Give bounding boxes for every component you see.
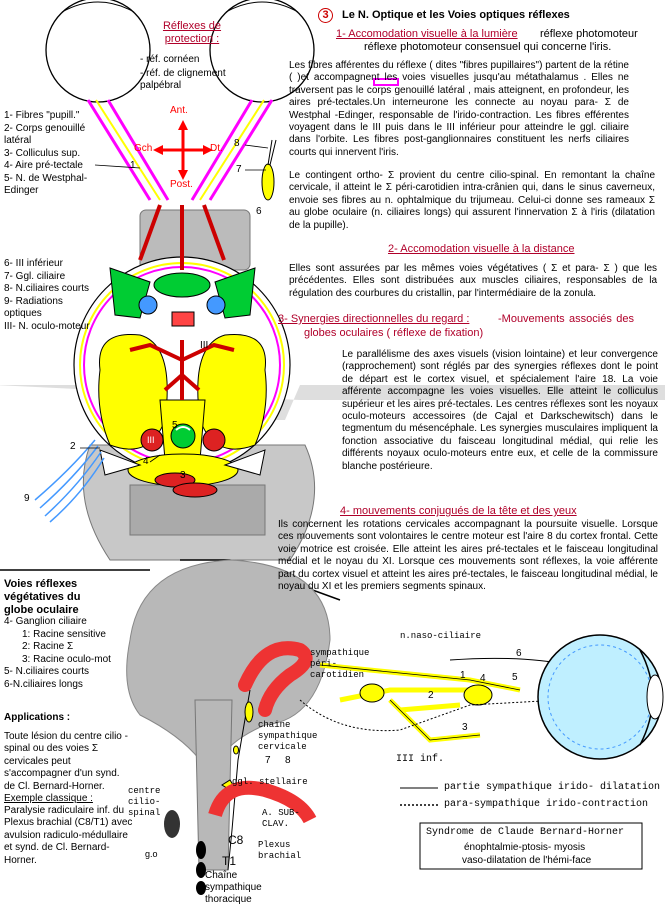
label-7-lower: 7 <box>265 755 271 766</box>
label-chaine-cervicale: chaîne sympathique cervicale <box>258 720 318 752</box>
label-3: 3 <box>180 470 186 481</box>
label-1: 1 <box>130 160 136 171</box>
right-optic-nerve <box>190 99 274 201</box>
protection-item-2: - réf. de clignement palpébral <box>140 68 226 91</box>
orientation-post: Post. <box>170 179 193 190</box>
label-l5: 5 <box>512 672 518 683</box>
label-t1: T1 <box>222 854 237 868</box>
protection-heading: Réflexes de protection : <box>162 20 222 45</box>
label-c8: C8 <box>228 833 244 847</box>
label-l2: 2 <box>428 690 434 701</box>
s1-heading-tail-a: réflexe photomoteur <box>540 28 638 40</box>
title-number: 3 <box>318 8 333 23</box>
subclavian-artery <box>208 780 317 824</box>
label-III-b: III <box>147 435 155 445</box>
label-III: III <box>200 340 209 351</box>
label-4: 4 <box>143 456 149 467</box>
ciliary-ganglion <box>261 163 275 201</box>
label-asub: A. SUB- CLAV. <box>262 808 300 829</box>
eyeball-lower <box>537 634 664 760</box>
applications-text: Toute lésion du centre cilio -spinal ou … <box>4 731 128 792</box>
label-iii-inf: III inf. <box>396 754 445 765</box>
label-2: 2 <box>70 441 76 452</box>
syndrome-box <box>419 822 643 870</box>
s2-heading: 2- Accomodation visuelle à la distance <box>388 243 575 255</box>
left-legend-mid: 6- III inférieur 7- Ggl. ciliaire 8- N.c… <box>4 258 90 332</box>
syndrome-line-2: vaso-dilatation de l'hémi-face <box>462 855 592 866</box>
s4-paragraph: Ils concernent les rotations cervicales … <box>278 519 658 593</box>
red-vessels <box>129 204 235 400</box>
label-8-lower: 8 <box>285 755 291 766</box>
ciliary-ganglion-lower <box>463 684 493 706</box>
label-l3: 3 <box>462 722 468 733</box>
left-eyeball <box>45 0 151 103</box>
label-6: 6 <box>256 206 262 217</box>
optic-radiations <box>34 439 105 523</box>
orientation-ant: Ant. <box>170 105 188 116</box>
green-nuclei <box>109 267 256 327</box>
syndrome-line-1: énophtalmie-ptosis- myosis <box>464 842 586 853</box>
label-chaine-thoracique: Chaîne sympathique thoracique <box>205 870 262 905</box>
label-l1: 1 <box>460 670 466 681</box>
label-sympathique: sympathique péri-carotidien <box>310 648 370 680</box>
s3-paragraph: Le parallélisme des axes visuels (vision… <box>342 349 658 472</box>
s1-heading-tail: réflexe photomoteur consensuel qui conce… <box>364 41 612 53</box>
label-9: 9 <box>24 493 30 504</box>
s2-paragraph: Elles sont assurées par les mêmes voies … <box>289 263 657 299</box>
label-7: 7 <box>236 164 242 175</box>
voies-title: Voies réflexes végétatives du globe ocul… <box>4 578 81 616</box>
left-legend-top: 1- Fibres "pupill." 2- Corps genouillé l… <box>4 110 88 196</box>
label-stellaire: ggl. stellaire <box>232 777 308 787</box>
s1-paragraph-1: Les fibres afférentes du réflexe ( dites… <box>289 60 629 158</box>
label-naso-ciliaire: n.naso-ciliaire <box>400 631 482 641</box>
label-8: 8 <box>234 138 240 149</box>
s3-heading: 3- Synergies directionnelles du regard : <box>278 313 470 325</box>
s1-paragraph-2: Le contingent ortho- Σ provient du centr… <box>289 170 655 231</box>
label-plexus: Plexus brachial <box>258 840 302 861</box>
s4-heading: 4- mouvements conjugués de la tête et de… <box>340 505 577 517</box>
brain-silhouette <box>126 559 331 871</box>
exemple-text: Paralysie radiculaire inf. du Plexus bra… <box>4 805 133 866</box>
left-optic-nerve <box>86 99 170 201</box>
label-l4: 4 <box>480 673 486 684</box>
title: Le N. Optique et les Voies optiques réfl… <box>342 9 570 21</box>
label-5: 5 <box>172 420 178 431</box>
applications-heading: Applications : <box>4 712 71 723</box>
orientation-left: Gch <box>134 143 153 154</box>
voies-list: 4- Ganglion ciliaire 1: Racine sensitive… <box>4 616 111 690</box>
legend-parasympathique: para-sympathique irido-contraction <box>444 799 649 810</box>
s1-heading: 1- Accomodation visuelle à la lumière <box>336 28 518 40</box>
s3-heading-tail: -Mouvements associés des globes oculaire… <box>304 313 634 339</box>
syndrome-title: Syndrome de Claude Bernard-Horner <box>426 827 625 838</box>
label-go: g.o <box>145 849 158 859</box>
compass-cross <box>153 120 213 180</box>
legend-sympathique: partie sympathique irido- dilatation <box>444 782 661 793</box>
orientation-right: Dt. <box>210 143 223 154</box>
cilio-spinal-center <box>164 810 180 838</box>
label-l6: 6 <box>516 648 522 659</box>
label-centre-cilio-spinal: centre cilio- spinal <box>128 786 161 818</box>
exemple-heading: Exemple classique : <box>4 793 93 804</box>
protection-item-1: - réf. cornéen <box>140 54 200 65</box>
carotid-artery <box>238 641 313 717</box>
